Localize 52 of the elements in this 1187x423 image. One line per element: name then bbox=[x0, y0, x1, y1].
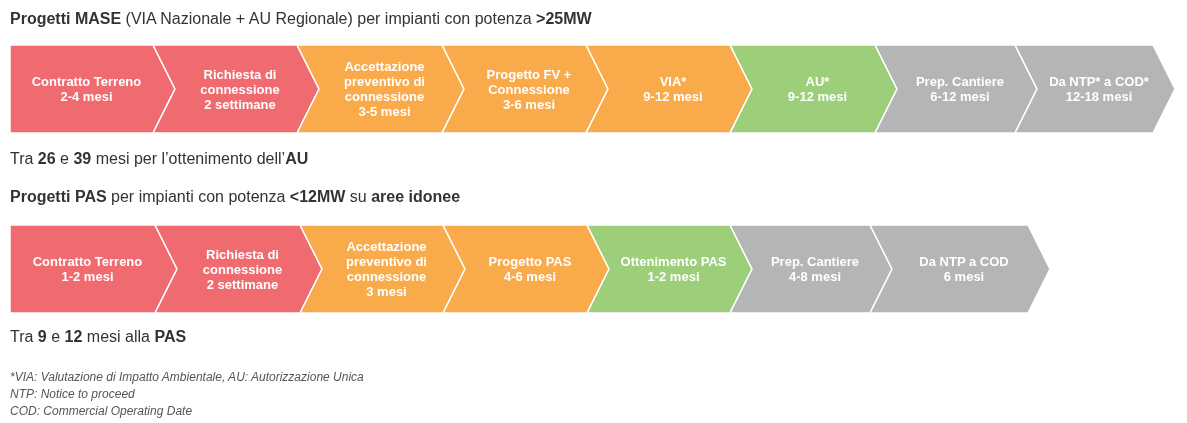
footnote: *VIA: Valutazione di Impatto Ambientale, AU: Autorizzazione Unica bbox=[10, 370, 364, 384]
section-heading: Progetti PAS per impianti con potenza <12MW su aree idonee bbox=[10, 188, 461, 206]
step-name: Progetto PAS bbox=[488, 254, 572, 269]
summary-text: Tra 26 e 39 mesi per l’ottenimento dell’AU bbox=[10, 150, 309, 168]
section-heading: Progetti MASE (VIA Nazionale + AU Regionale) per impianti con potenza >25MW bbox=[10, 10, 592, 28]
chevron-step bbox=[587, 225, 752, 313]
chevron-step bbox=[1015, 45, 1175, 133]
step-duration: 6-12 mesi bbox=[930, 89, 990, 104]
step-duration: 9-12 mesi bbox=[787, 89, 848, 104]
step-name: Richiesta di connessione bbox=[199, 66, 281, 97]
chevron-step bbox=[442, 45, 608, 133]
step-duration: 4-8 mesi bbox=[788, 269, 841, 284]
step-name: Da NTP a COD bbox=[919, 254, 1009, 269]
step-name: Prep. Cantiere bbox=[770, 254, 860, 269]
step-name: Accettazione preventivo di connessione bbox=[345, 239, 428, 284]
chevron-step bbox=[10, 225, 177, 313]
footnote: NTP: Notice to proceed bbox=[10, 387, 135, 401]
chevron-step bbox=[153, 45, 319, 133]
step-duration: 9-12 mesi bbox=[643, 89, 703, 104]
step-duration: 2 settimane bbox=[204, 96, 276, 112]
chevron-step bbox=[10, 45, 175, 133]
step-duration: 1-2 mesi bbox=[61, 269, 114, 284]
chevron-step bbox=[297, 45, 464, 133]
chevron-step bbox=[730, 225, 892, 313]
step-name: Prep. Cantiere bbox=[915, 74, 1005, 89]
chevron-step bbox=[155, 225, 322, 313]
step-duration: 6 mesi bbox=[943, 269, 985, 284]
step-duration: 3-6 mesi bbox=[502, 96, 555, 112]
step-duration: 2 settimane bbox=[206, 276, 279, 292]
step-duration: 4-6 mesi bbox=[503, 269, 556, 284]
step-name: VIA* bbox=[659, 74, 687, 89]
step-name: Ottenimento PAS bbox=[620, 254, 727, 269]
chevron-step bbox=[586, 45, 752, 133]
chevron-step bbox=[870, 225, 1050, 313]
step-duration: 12-18 mesi bbox=[1065, 89, 1133, 104]
chevron-step bbox=[875, 45, 1037, 133]
step-name: Richiesta di connessione bbox=[201, 246, 284, 277]
step-duration: 3-5 mesi bbox=[358, 104, 411, 119]
footnote: COD: Commercial Operating Date bbox=[10, 404, 193, 418]
step-name: Da NTP* a COD* bbox=[1049, 74, 1149, 89]
step-duration: 1-2 mesi bbox=[647, 269, 700, 284]
chevron-step bbox=[443, 225, 609, 313]
chevron-step bbox=[730, 45, 897, 133]
chevron-step bbox=[300, 225, 465, 313]
step-name: Progetto FV + Connessione bbox=[485, 66, 573, 97]
step-name: Contratto Terreno bbox=[31, 74, 142, 89]
step-name: AU* bbox=[805, 74, 830, 89]
step-duration: 2-4 mesi bbox=[60, 89, 113, 104]
step-name: Accettazione preventivo di connessione bbox=[343, 59, 426, 104]
step-name: Contratto Terreno bbox=[32, 254, 143, 269]
summary-text: Tra 9 e 12 mesi alla PAS bbox=[10, 328, 187, 346]
step-duration: 3 mesi bbox=[366, 284, 407, 299]
